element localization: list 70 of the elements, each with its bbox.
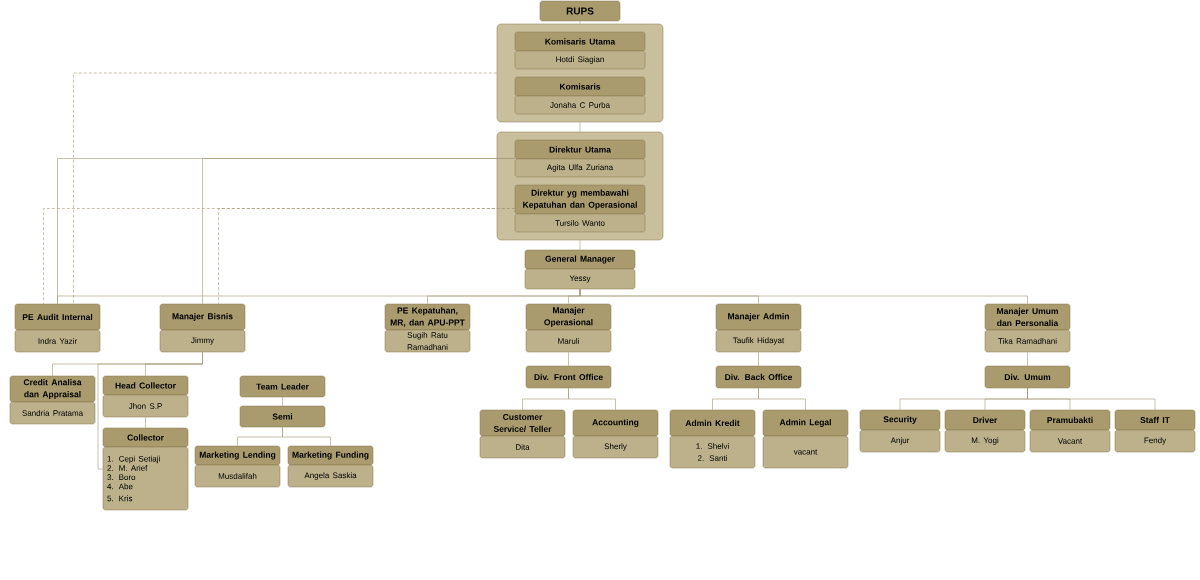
position-card: Accounting Sherly [572,409,659,459]
connector-line [579,121,581,133]
position-card: Customer Service/ Teller Dita [479,409,566,459]
node-label: Pramubakti [1047,416,1093,424]
node-label: Staff IT [1140,416,1170,424]
connector-line [579,239,581,251]
position-card: Manajer Operasional Maruli [525,303,612,353]
position-card: Direktur Utama Agita Ulfa Zuriana [514,139,646,178]
position-card: Marketing Funding Angela Saskia [287,445,374,488]
position-card: Manajer Admin Taufik Hidayat [715,303,802,353]
connector-line [579,288,1028,305]
node-label: Jimmy [191,337,215,345]
node-label: Driver [973,416,998,424]
node-label: Agita Ulfa Zuriana [546,164,614,172]
position-card: Admin Legal vacant [762,409,849,469]
position-card: General Manager Yessy [524,249,636,290]
position-card: Marketing Lending Musdalifah [194,445,281,488]
node-label: Collector [127,434,164,441]
node-label: Tika Ramadhani [998,338,1057,344]
connector-line [758,351,759,367]
node-label: Admin Kredit [685,419,740,427]
position-card: Collector 1. Cepi Setiaji 2. M. Arief 3. Boro 4. Abe 5. Kris [102,427,189,511]
connector-line [73,72,498,305]
position-card: Komisaris Jonaha C Purba [514,76,646,115]
position-card: Manajer Bisnis Jimmy [159,303,246,353]
node-label: General Manager [545,255,615,264]
position-card: Staff IT Fendy [1114,409,1196,453]
node-label: Tursilo Wanto [555,220,605,226]
node-label: Jonaha C Purba [550,102,611,108]
position-card: Driver M. Yogi [944,409,1026,453]
position-card: Head Collector Jhon S.P [102,375,189,418]
connector-line [568,387,616,411]
connector-line [758,387,806,411]
position-card: Direktur yg membawahi Kepatuhan dan Operasional Tursilo Wanto [514,184,646,233]
position-card: RUPS [539,0,621,22]
position-card: Security Anjur [859,409,941,453]
node-label: Sandria Pratama [22,410,84,416]
connector-line [1027,387,1156,411]
node-label: Marketing Lending [199,451,276,460]
position-card: Div. Back Office [715,365,802,389]
node-label: Marketing Funding [292,451,369,460]
position-card: Manajer Umum dan Personalia Tika Ramadhani [984,303,1071,353]
node-label: Dita [516,444,530,450]
connector-line [568,351,569,367]
connector-line [218,208,516,305]
position-card: PE Audit Internal Indra Yazir [14,303,101,353]
connector-line [202,158,516,305]
node-label: Sherly [604,443,627,451]
connector-line [97,351,203,470]
position-card: Semi [239,405,326,428]
node-label: Security [883,416,917,424]
connector-line [145,416,146,429]
position-card: Div. Front Office [525,365,612,389]
node-label: Sugih Ratu Ramadhani [407,332,448,350]
position-card: Komisaris Utama Hotdi Siagian [514,31,646,70]
node-label: Indra Yazir [38,338,77,344]
node-label: Taufik Hidayat [733,337,785,345]
node-label: Hotdi Siagian [556,56,604,64]
position-card: Team Leader [239,375,326,398]
position-card: Admin Kredit 1. Shelvi 2. Santi [669,409,756,469]
node-label: Admin Legal [779,419,831,427]
connector-line [282,426,331,447]
connector-line [1027,351,1028,367]
node-label: Maruli [558,338,579,344]
position-card: Pramubakti Vacant [1029,409,1111,453]
connector-line [282,396,283,407]
node-label: Head Collector [115,382,176,389]
position-card: Credit Analisa dan Appraisal Sandria Pratama [9,375,96,425]
position-card: Div. Umum [984,365,1071,389]
position-card: PE Kepatuhan, MR, dan APU-PPT Sugih Ratu Ramadhani [384,303,471,353]
